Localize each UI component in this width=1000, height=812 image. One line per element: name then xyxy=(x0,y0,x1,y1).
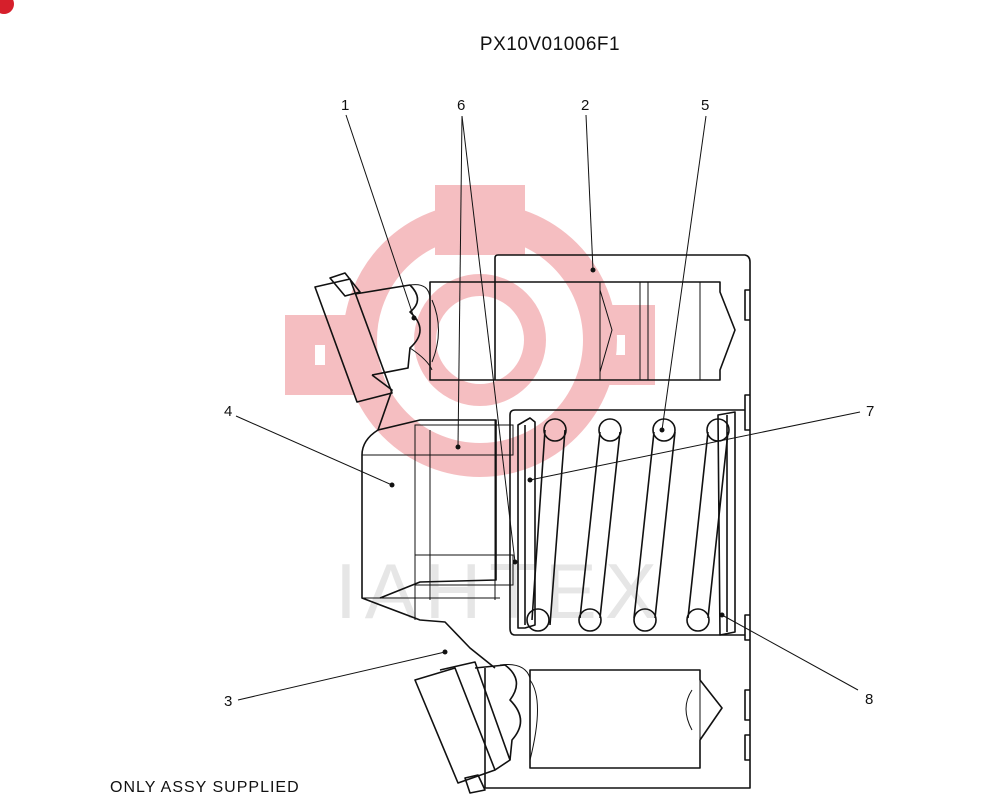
callout-7: 7 xyxy=(866,403,874,420)
upper-spool xyxy=(429,281,736,381)
callout-6: 6 xyxy=(457,97,465,114)
leader-lines xyxy=(235,114,861,701)
upper-plug xyxy=(314,272,433,403)
callout-5: 5 xyxy=(701,97,709,114)
spring-chamber xyxy=(509,409,745,636)
watermark-text: IAHTEX xyxy=(335,547,665,635)
spring-seat xyxy=(517,417,536,629)
watermark-logo xyxy=(285,185,655,477)
callout-1: 1 xyxy=(341,97,349,114)
supply-note: ONLY ASSY SUPPLIED xyxy=(110,779,300,796)
lower-plug xyxy=(414,661,531,794)
left-cover xyxy=(361,374,514,669)
drawing-code: PX10V01006F1 xyxy=(479,34,621,55)
callout-3: 3 xyxy=(224,693,232,710)
callout-2: 2 xyxy=(581,97,589,114)
callout-8: 8 xyxy=(865,691,873,708)
corner-badge-icon xyxy=(0,0,14,14)
spring xyxy=(526,418,730,632)
callout-4: 4 xyxy=(224,403,232,420)
end-washer xyxy=(717,411,736,636)
lower-spool xyxy=(529,669,723,769)
